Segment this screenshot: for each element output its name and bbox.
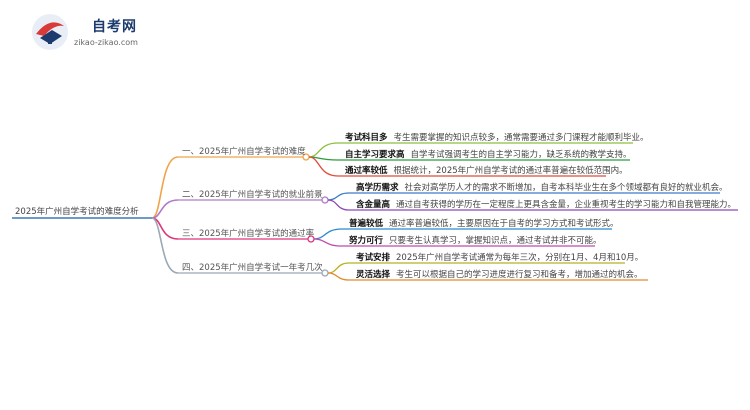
leaf-key: 普遍较低 xyxy=(349,219,384,229)
graduation-cap-icon xyxy=(32,14,68,50)
leaf-many-subjects: 考试科目多考生需要掌握的知识点较多，通常需要通过多门课程才能顺利毕业。 xyxy=(345,131,649,143)
leaf8-connector xyxy=(327,262,350,274)
leaf6-connector xyxy=(313,228,343,240)
logo-title: 自考网 xyxy=(92,19,137,35)
root-branch1-connector xyxy=(151,156,179,219)
leaf9-connector xyxy=(327,272,350,281)
leaf-text: 根据统计，2025年广州自学考试的通过率普遍在较低范围内。 xyxy=(393,166,628,176)
logo-subtitle: zikao-zikao.com xyxy=(74,38,138,47)
leaf-high-value: 含金量高通过自考获得的学历在一定程度上更具含金量，企业重视考生的学习能力和自我管… xyxy=(356,198,736,210)
leaf-key: 高学历需求 xyxy=(356,183,399,193)
leaf-low-pass-rate: 通过率较低根据统计，2025年广州自学考试的通过率普遍在较低范围内。 xyxy=(345,164,628,176)
branch-exam-frequency: 四、2025年广州自学考试一年考几次 xyxy=(182,263,323,273)
root-branch4-connector xyxy=(151,217,179,274)
leaf-text: 通过率普遍较低，主要原因在于自考的学习方式和考试形式。 xyxy=(389,219,619,229)
leaf-text: 社会对高学历人才的需求不断增加，自考本科毕业生在多个领域都有良好的就业机会。 xyxy=(404,183,728,193)
leaf-text: 自学考试强调考生的自主学习能力，缺乏系统的教学支持。 xyxy=(410,150,632,160)
leaf7-connector xyxy=(313,238,343,247)
leaf-text: 考生可以根据自己的学习进度进行复习和备考，增加通过的机会。 xyxy=(396,270,643,280)
leaf-text: 考生需要掌握的知识点较多，通常需要通过多门课程才能顺利毕业。 xyxy=(393,133,649,143)
root-topic: 2025年广州自学考试的难度分析 xyxy=(15,207,139,217)
branch-employment: 二、2025年广州自学考试的就业前景 xyxy=(182,190,323,200)
leaf-key: 考试科目多 xyxy=(345,133,388,143)
leaf-exam-schedule: 考试安排 2025年广州自学考试通常为每年三次，分别在1月、4月和10月。 xyxy=(356,251,643,263)
leaf5-connector xyxy=(327,199,350,211)
leaf-text: 通过自考获得的学历在一定程度上更具含金量，企业重视考生的学习能力和自我管理能力。 xyxy=(396,200,737,210)
leaf-key: 自主学习要求高 xyxy=(345,150,405,160)
branch-difficulty: 一、2025年广州自学考试的难度 xyxy=(182,147,306,157)
leaf-text: 2025年广州自学考试通常为每年三次，分别在1月、4月和10月。 xyxy=(396,253,644,263)
leaf4-connector xyxy=(327,192,350,201)
leaf-key: 努力可行 xyxy=(349,236,384,246)
leaf-key: 通过率较低 xyxy=(345,166,388,176)
leaf1-connector xyxy=(308,142,339,158)
leaf3-connector xyxy=(308,156,339,177)
leaf-effort-feasible: 努力可行只要考生认真学习，掌握知识点，通过考试并非不可能。 xyxy=(349,234,602,246)
leaf-key: 考试安排 xyxy=(356,253,391,263)
leaf-key: 含金量高 xyxy=(356,200,391,210)
leaf-high-degree-demand: 高学历需求社会对高学历人才的需求不断增加，自考本科毕业生在多个领域都有良好的就业… xyxy=(356,181,728,193)
leaf-self-study: 自主学习要求高自学考试强调考生的自主学习能力，缺乏系统的教学支持。 xyxy=(345,148,632,160)
leaf-text: 只要考生认真学习，掌握知识点，通过考试并非不可能。 xyxy=(389,236,602,246)
leaf-flexible-choice: 灵活选择考生可以根据自己的学习进度进行复习和备考，增加通过的机会。 xyxy=(356,268,643,280)
leaf-key: 灵活选择 xyxy=(356,270,391,280)
branch-pass-rate: 三、2025年广州自学考试的通过率 xyxy=(182,229,315,239)
root-branch2-connector xyxy=(151,199,179,219)
leaf-generally-low: 普遍较低通过率普遍较低，主要原因在于自考的学习方式和考试形式。 xyxy=(349,217,619,229)
logo: 自考网 zikao-zikao.com xyxy=(30,10,170,56)
